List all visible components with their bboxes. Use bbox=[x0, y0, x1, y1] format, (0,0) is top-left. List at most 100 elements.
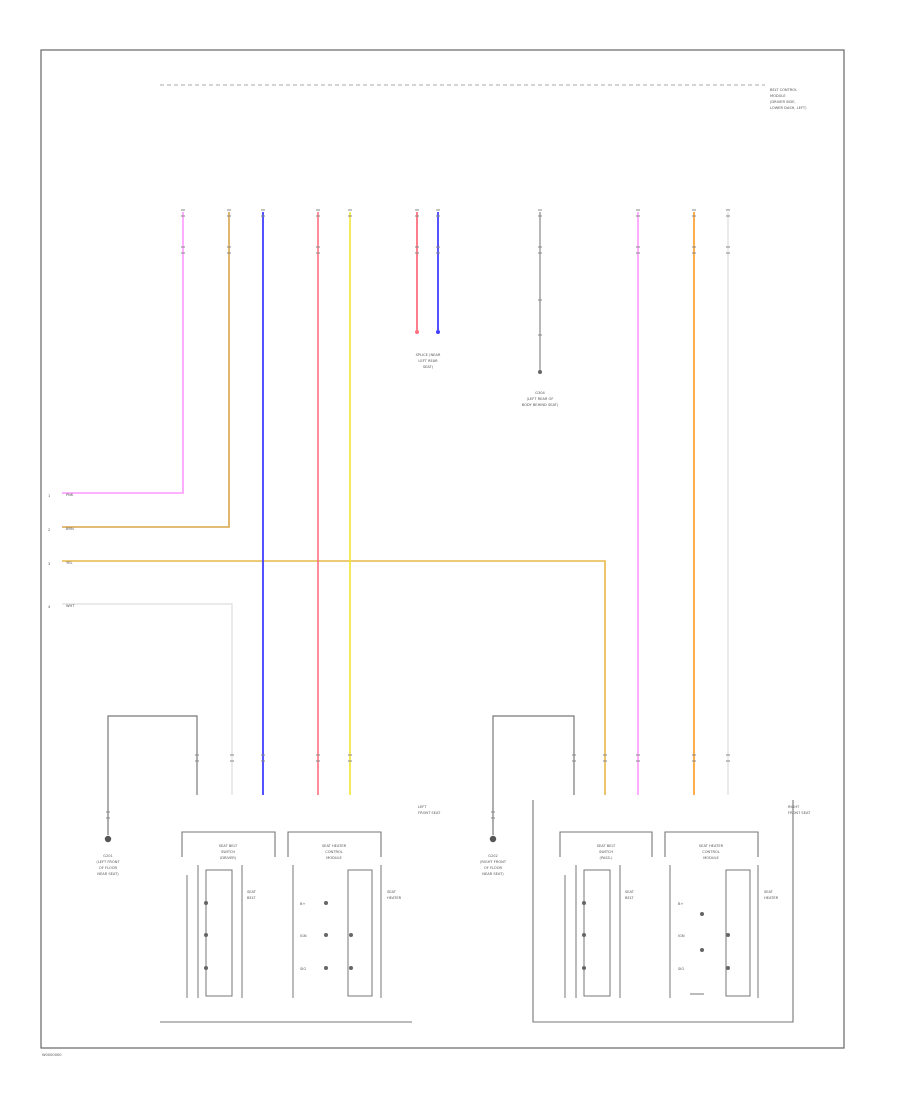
right-heater-pin-1 bbox=[700, 912, 704, 916]
splice-dot-blue bbox=[436, 330, 440, 334]
svg-text:3: 3 bbox=[48, 562, 50, 566]
left-heater-pin-5 bbox=[349, 966, 353, 970]
wire-white-left bbox=[62, 603, 233, 795]
svg-text:MODULE: MODULE bbox=[770, 94, 786, 98]
svg-text:HEATER: HEATER bbox=[387, 896, 402, 900]
svg-text:BELT: BELT bbox=[625, 896, 634, 900]
svg-text:SWITCH: SWITCH bbox=[599, 850, 613, 854]
svg-text:BELT: BELT bbox=[247, 896, 256, 900]
svg-text:SEAT): SEAT) bbox=[423, 365, 434, 369]
svg-text:B+: B+ bbox=[678, 902, 683, 906]
ground-dot-top bbox=[538, 370, 542, 374]
left-heater-pin-3 bbox=[324, 966, 328, 970]
bottom-connector-ticks bbox=[106, 754, 730, 819]
svg-text:SPLICE (NEAR: SPLICE (NEAR bbox=[416, 353, 441, 357]
right-heater-pin-2 bbox=[700, 948, 704, 952]
left-heater-contacts bbox=[347, 869, 373, 997]
left-belt-contacts bbox=[205, 869, 233, 997]
svg-text:WHT: WHT bbox=[66, 604, 75, 608]
svg-text:SEAT: SEAT bbox=[625, 890, 635, 894]
right-seat-boundary bbox=[532, 800, 794, 1023]
svg-text:1: 1 bbox=[48, 494, 50, 498]
left-heater-module-box bbox=[287, 831, 382, 857]
right-belt-pin-1 bbox=[582, 901, 586, 905]
wire-ground-left-seat bbox=[107, 715, 198, 835]
ground-label-top: G304 (LEFT REAR OF BODY BEHIND SEAT) bbox=[522, 391, 559, 407]
svg-text:4: 4 bbox=[48, 605, 51, 609]
svg-text:G202: G202 bbox=[488, 854, 498, 858]
right-belt-pin-3 bbox=[582, 966, 586, 970]
svg-text:CONTROL: CONTROL bbox=[325, 850, 343, 854]
left-harness-labels: 1 PNK 2 BRN 3 YEL 4 WHT bbox=[48, 493, 75, 609]
svg-text:LOWER DASH, LEFT): LOWER DASH, LEFT) bbox=[770, 106, 807, 110]
svg-text:SEAT: SEAT bbox=[247, 890, 257, 894]
module-reference-note: BELT CONTROL MODULE (DRIVER SIDE, LOWER … bbox=[770, 88, 807, 110]
svg-text:BELT CONTROL: BELT CONTROL bbox=[770, 88, 797, 92]
left-ground-icon bbox=[104, 835, 112, 843]
left-seat-group: G201 (LEFT FRONT OF FLOOR NEAR SEAT) LEF… bbox=[96, 805, 441, 1023]
left-belt-pin-3 bbox=[204, 966, 208, 970]
footer-code: W0000000 bbox=[42, 1053, 62, 1057]
svg-text:HEATER: HEATER bbox=[764, 896, 779, 900]
svg-text:SEAT HEATER: SEAT HEATER bbox=[699, 844, 724, 848]
svg-text:YEL: YEL bbox=[66, 561, 72, 565]
svg-text:IGN: IGN bbox=[300, 934, 307, 938]
wire-pink-left bbox=[62, 212, 184, 494]
right-belt-contacts bbox=[583, 869, 611, 997]
svg-text:BRN: BRN bbox=[66, 527, 74, 531]
svg-text:2: 2 bbox=[48, 528, 50, 532]
svg-text:FRONT SEAT: FRONT SEAT bbox=[788, 811, 811, 815]
svg-text:BODY BEHIND SEAT): BODY BEHIND SEAT) bbox=[522, 403, 559, 407]
svg-text:CONTROL: CONTROL bbox=[702, 850, 720, 854]
left-heater-pin-2 bbox=[324, 933, 328, 937]
svg-text:(DRIVER): (DRIVER) bbox=[220, 856, 237, 860]
svg-text:MODULE: MODULE bbox=[703, 856, 719, 860]
right-heater-pin-3 bbox=[726, 933, 730, 937]
svg-text:SEAT: SEAT bbox=[764, 890, 774, 894]
svg-text:G201: G201 bbox=[103, 854, 113, 858]
wire-brown-left bbox=[62, 212, 230, 528]
svg-text:OF FLOOR: OF FLOOR bbox=[484, 866, 503, 870]
svg-text:OF FLOOR: OF FLOOR bbox=[99, 866, 118, 870]
svg-text:LEFT: LEFT bbox=[418, 805, 427, 809]
right-heater-pin-4 bbox=[726, 966, 730, 970]
left-belt-switch-box bbox=[181, 831, 276, 857]
splice-dot-red bbox=[415, 330, 419, 334]
svg-text:PNK: PNK bbox=[66, 493, 74, 497]
svg-text:NEAR SEAT): NEAR SEAT) bbox=[97, 872, 119, 876]
svg-text:SIG: SIG bbox=[678, 967, 684, 971]
left-belt-pin-2 bbox=[204, 933, 208, 937]
svg-text:SEAT BELT: SEAT BELT bbox=[219, 844, 238, 848]
right-belt-pin-2 bbox=[582, 933, 586, 937]
right-belt-switch-box bbox=[559, 831, 653, 857]
left-heater-pin-1 bbox=[324, 901, 328, 905]
right-heater-contacts bbox=[725, 869, 751, 997]
wire-yellow-cross bbox=[62, 560, 606, 795]
svg-text:SWITCH: SWITCH bbox=[221, 850, 235, 854]
svg-text:SEAT BELT: SEAT BELT bbox=[597, 844, 616, 848]
svg-text:FRONT SEAT: FRONT SEAT bbox=[418, 811, 441, 815]
svg-text:(LEFT FRONT: (LEFT FRONT bbox=[96, 860, 120, 864]
svg-text:SIG: SIG bbox=[300, 967, 306, 971]
svg-text:(LEFT REAR OF: (LEFT REAR OF bbox=[527, 397, 554, 401]
top-connector-ticks bbox=[181, 209, 730, 336]
svg-text:B+: B+ bbox=[300, 902, 305, 906]
page-frame bbox=[40, 49, 845, 1049]
left-heater-pin-4 bbox=[349, 933, 353, 937]
svg-text:(RIGHT FRONT: (RIGHT FRONT bbox=[480, 860, 507, 864]
svg-text:(DRIVER SIDE,: (DRIVER SIDE, bbox=[770, 100, 796, 104]
splice-label: SPLICE (NEAR LEFT REAR SEAT) bbox=[416, 353, 441, 369]
right-seat-group: G202 (RIGHT FRONT OF FLOOR NEAR SEAT) RI… bbox=[480, 800, 811, 1023]
svg-text:RIGHT: RIGHT bbox=[788, 805, 800, 809]
svg-text:IGN: IGN bbox=[678, 934, 685, 938]
right-heater-module-box bbox=[664, 831, 759, 857]
left-belt-pin-1 bbox=[204, 901, 208, 905]
svg-text:SEAT: SEAT bbox=[387, 890, 397, 894]
right-ground-icon bbox=[489, 835, 497, 843]
svg-text:G304: G304 bbox=[535, 391, 545, 395]
svg-text:NEAR SEAT): NEAR SEAT) bbox=[482, 872, 504, 876]
svg-text:(PASS.): (PASS.) bbox=[600, 856, 614, 860]
svg-text:SEAT HEATER: SEAT HEATER bbox=[322, 844, 347, 848]
svg-text:LEFT REAR: LEFT REAR bbox=[418, 359, 438, 363]
